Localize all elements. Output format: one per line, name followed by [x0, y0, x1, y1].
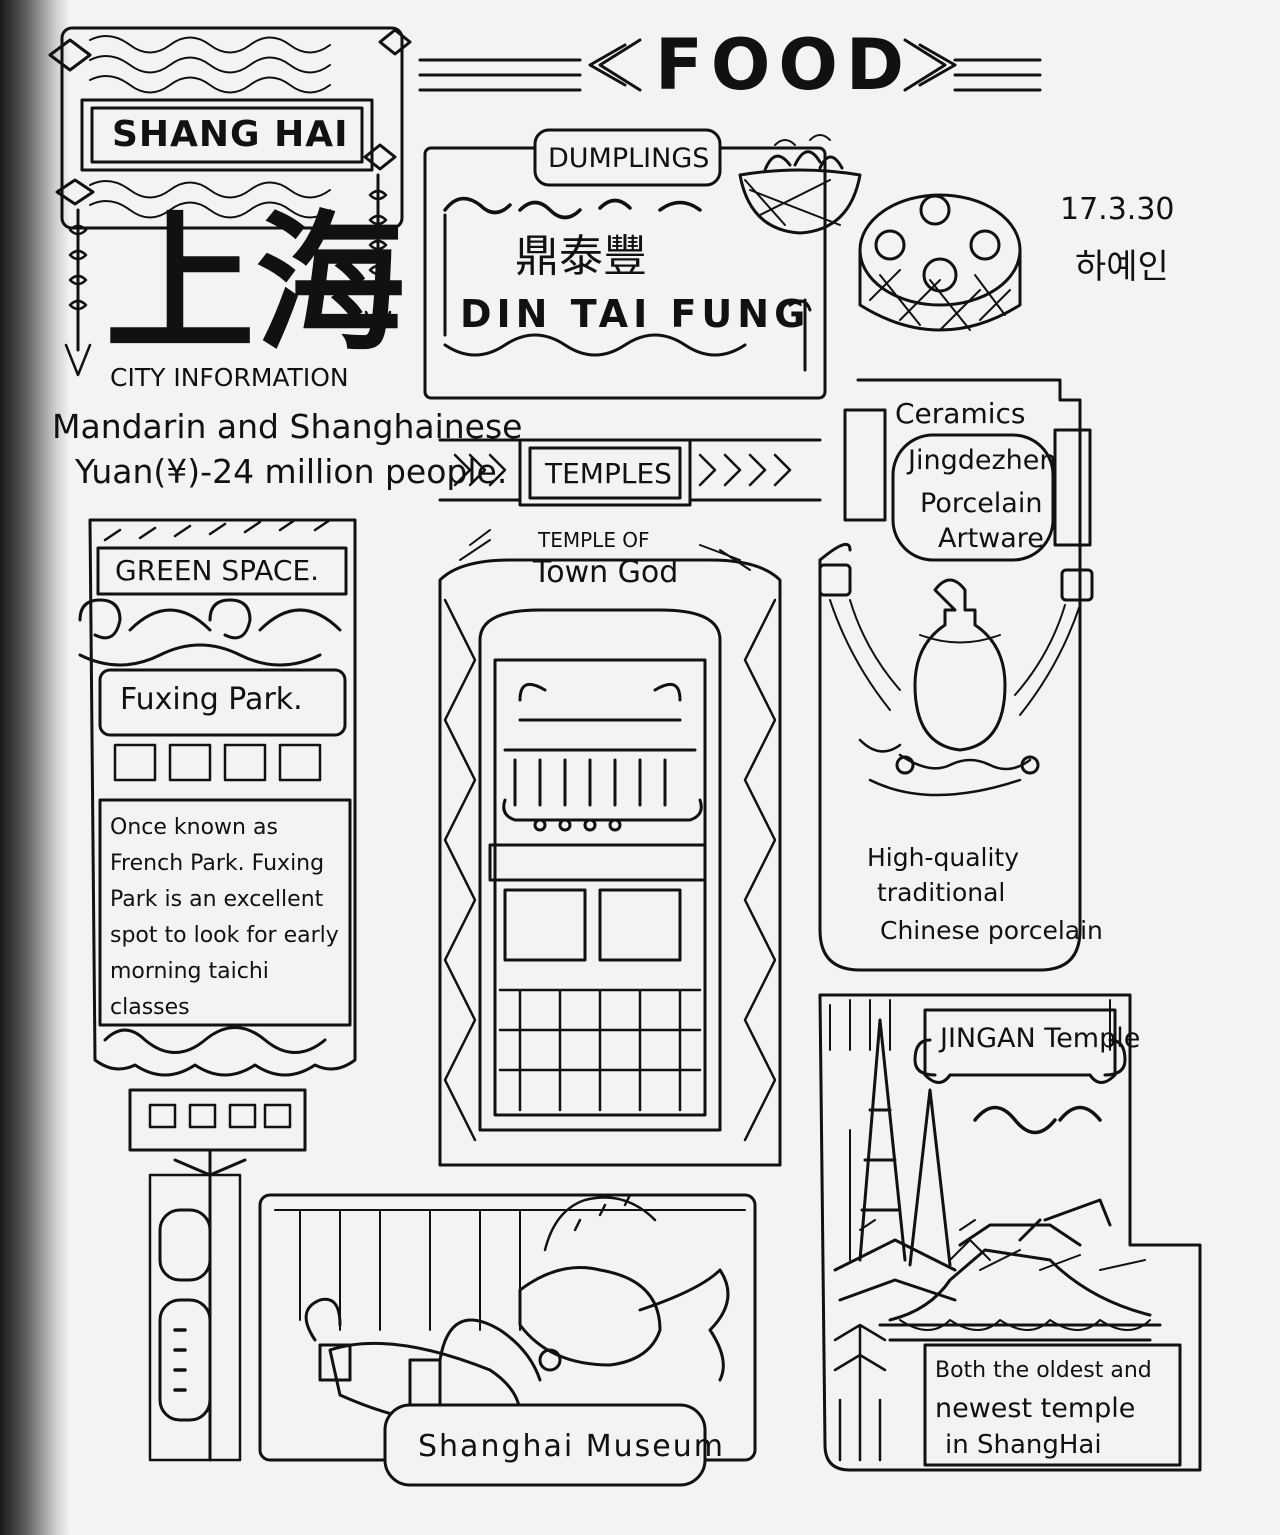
ceramics-desc1: High-quality: [867, 843, 1020, 872]
ceramics-desc3: Chinese porcelain: [880, 916, 1103, 945]
jingan-desc2: newest temple: [935, 1393, 1136, 1424]
temples-label: TEMPLES: [545, 457, 672, 490]
fuxing-park-name: Fuxing Park.: [120, 682, 303, 717]
date-label: 17.3.30: [1060, 192, 1175, 227]
shanghai-banner-label: SHANG HAI: [112, 114, 349, 155]
jingan-desc3: in ShangHai: [945, 1430, 1102, 1460]
town-god-temple-drawing: [438, 529, 782, 1167]
city-info-language: Mandarin and Shanghainese: [52, 407, 523, 446]
jingan-temple-panel-drawing: [818, 993, 1202, 1472]
shanghai-banner-drawing: [48, 26, 412, 377]
green-space-panel-drawing: [78, 518, 357, 1462]
fuxing-park-description: Once known as French Park. Fuxing Park i…: [110, 815, 339, 1020]
temples-banner-drawing: [438, 438, 822, 507]
shanghai-chinese-name: 上海: [105, 198, 406, 372]
ceramics-line3: Artware: [938, 523, 1044, 554]
ceramics-line2: Porcelain: [920, 488, 1043, 519]
jingan-temple-label: JINGAN Temple: [940, 1023, 1141, 1054]
jingan-desc1: Both the oldest and: [935, 1358, 1152, 1383]
shanghai-museum-panel-drawing: [258, 1193, 757, 1487]
dumplings-chinese-name: 鼎泰豐: [515, 231, 647, 282]
ceramics-panel-drawing: [818, 378, 1094, 972]
ceramics-desc2: traditional: [877, 878, 1006, 907]
town-god-line1: TEMPLE OF: [538, 528, 650, 552]
dumplings-panel-drawing: [423, 128, 1022, 400]
ceramics-line1: Jingdezhen: [908, 445, 1057, 476]
dumplings-label: DUMPLINGS: [548, 143, 710, 174]
green-space-label: GREEN SPACE.: [115, 554, 320, 587]
food-section-title: FOOD: [655, 24, 912, 106]
town-god-line2: Town God: [533, 555, 679, 590]
food-header-decoration: [418, 38, 1042, 92]
page-binding-shadow: [0, 0, 70, 1535]
signature: 하예인: [1075, 247, 1169, 287]
city-info-title: CITY INFORMATION: [110, 363, 349, 392]
city-info-currency-population: Yuan(¥)-24 million people.: [75, 452, 508, 491]
shanghai-museum-label: Shanghai Museum: [418, 1429, 725, 1464]
ceramics-label: Ceramics: [895, 397, 1026, 430]
din-tai-fung-name: DIN TAI FUNG: [460, 292, 811, 336]
